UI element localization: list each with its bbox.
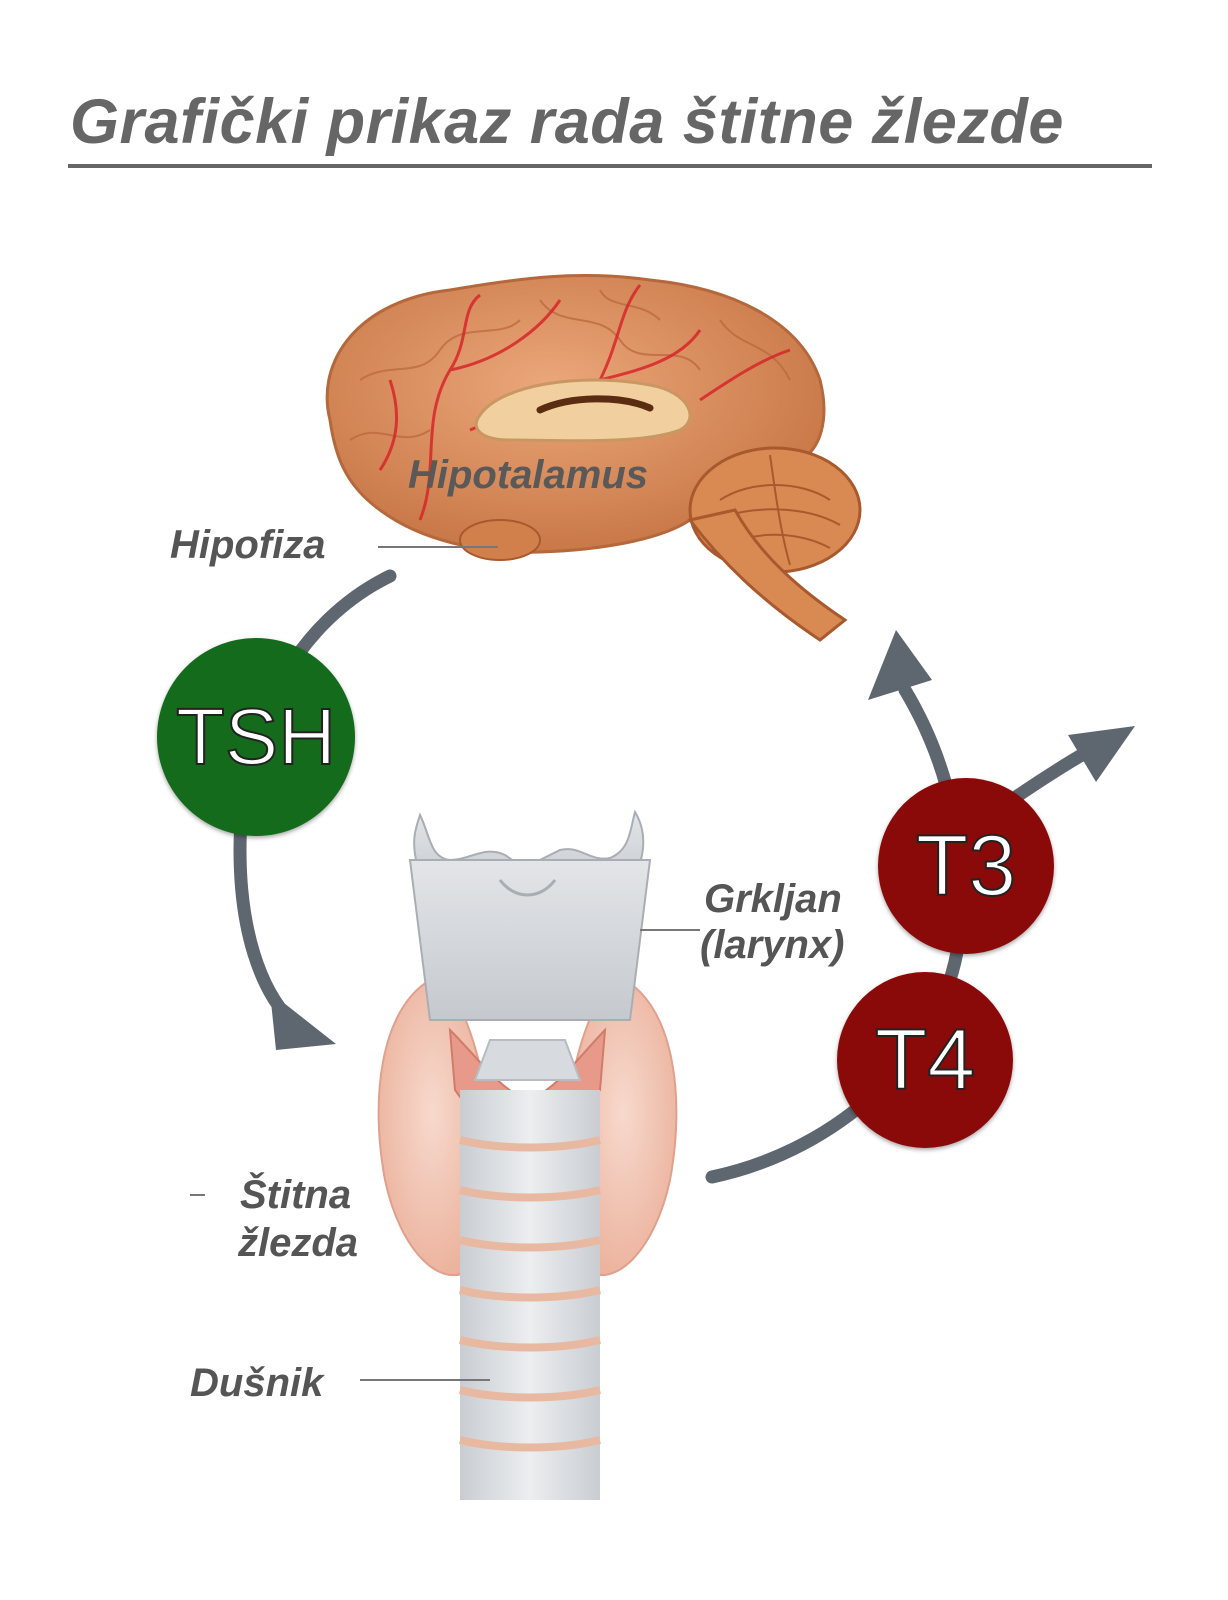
tsh-badge: TSH (157, 638, 355, 836)
diagram-title: Grafički prikaz rada štitne žlezde (70, 87, 1064, 157)
feedback-arrowhead-icon (868, 630, 932, 700)
thyroid-label-line2: žlezda (238, 1221, 359, 1265)
hypothalamus-label: Hipotalamus (408, 453, 649, 497)
thyroid-label-line1: Štitna (240, 1173, 352, 1217)
body-arrow (993, 726, 1135, 815)
brain-illustration (325, 273, 862, 642)
leader-lines (190, 546, 700, 1381)
thyroid-illustration (377, 809, 678, 1500)
larynx-label-line2: (larynx) (700, 923, 845, 967)
title-underline (68, 164, 1152, 168)
body-arrowhead-icon (1068, 726, 1135, 782)
pituitary-label: Hipofiza (170, 523, 326, 567)
larynx-label-line1: Grkljan (704, 877, 842, 921)
t3-badge: T3 (878, 778, 1054, 954)
t4-badge: T4 (837, 972, 1013, 1148)
trachea-rings (459, 1136, 601, 1452)
tsh-arrowhead-icon (270, 992, 336, 1050)
trachea-label: Dušnik (190, 1361, 324, 1405)
